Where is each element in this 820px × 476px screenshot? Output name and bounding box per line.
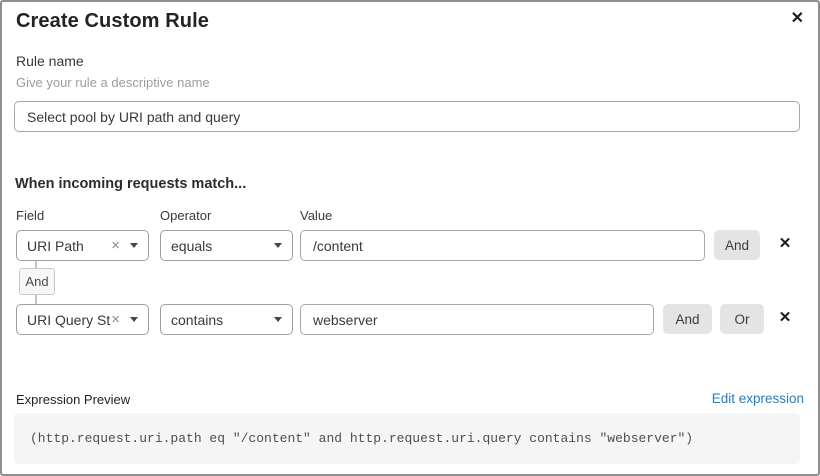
operator-select-value: equals bbox=[171, 237, 213, 254]
rule-name-hint: Give your rule a descriptive name bbox=[16, 75, 210, 90]
expression-preview-code: (http.request.uri.path eq "/content" and… bbox=[14, 413, 800, 464]
value-input[interactable] bbox=[300, 230, 705, 261]
operator-select[interactable]: contains bbox=[160, 304, 293, 335]
field-column-label: Field bbox=[16, 208, 45, 223]
and-connector-badge: And bbox=[19, 268, 55, 295]
connector-line bbox=[35, 294, 37, 305]
chevron-down-icon bbox=[130, 317, 138, 322]
add-and-condition-button[interactable]: And bbox=[714, 230, 760, 260]
rule-name-label: Rule name bbox=[16, 53, 84, 69]
remove-row-icon[interactable]: ✕ bbox=[772, 234, 798, 252]
remove-row-icon[interactable]: ✕ bbox=[772, 308, 798, 326]
field-select-value: URI Path bbox=[27, 237, 84, 254]
add-or-condition-button[interactable]: Or bbox=[720, 304, 764, 334]
operator-select-value: contains bbox=[171, 311, 224, 328]
add-and-condition-button[interactable]: And bbox=[663, 304, 712, 334]
page-title: Create Custom Rule bbox=[16, 10, 209, 32]
operator-column-label: Operator bbox=[160, 208, 212, 223]
field-select[interactable]: URI Query St... × bbox=[16, 304, 149, 335]
value-input[interactable] bbox=[300, 304, 654, 335]
clear-selection-icon[interactable]: × bbox=[111, 237, 120, 254]
match-heading: When incoming requests match... bbox=[15, 176, 247, 192]
clear-selection-icon[interactable]: × bbox=[111, 311, 120, 328]
expression-preview-label: Expression Preview bbox=[16, 392, 131, 407]
value-column-label: Value bbox=[300, 208, 333, 223]
chevron-down-icon bbox=[274, 243, 282, 248]
field-select-value: URI Query St... bbox=[27, 311, 111, 328]
close-icon[interactable]: ✕ bbox=[787, 7, 808, 31]
rule-name-input[interactable] bbox=[14, 101, 800, 132]
expression-code-text: (http.request.uri.path eq "/content" and… bbox=[30, 431, 694, 446]
operator-select[interactable]: equals bbox=[160, 230, 293, 261]
edit-expression-link[interactable]: Edit expression bbox=[711, 391, 804, 406]
chevron-down-icon bbox=[130, 243, 138, 248]
chevron-down-icon bbox=[274, 317, 282, 322]
connector-line bbox=[35, 261, 37, 269]
condition-row: URI Query St... × contains And Or ✕ bbox=[2, 304, 818, 335]
condition-row: URI Path × equals And ✕ bbox=[2, 230, 818, 261]
field-select[interactable]: URI Path × bbox=[16, 230, 149, 261]
